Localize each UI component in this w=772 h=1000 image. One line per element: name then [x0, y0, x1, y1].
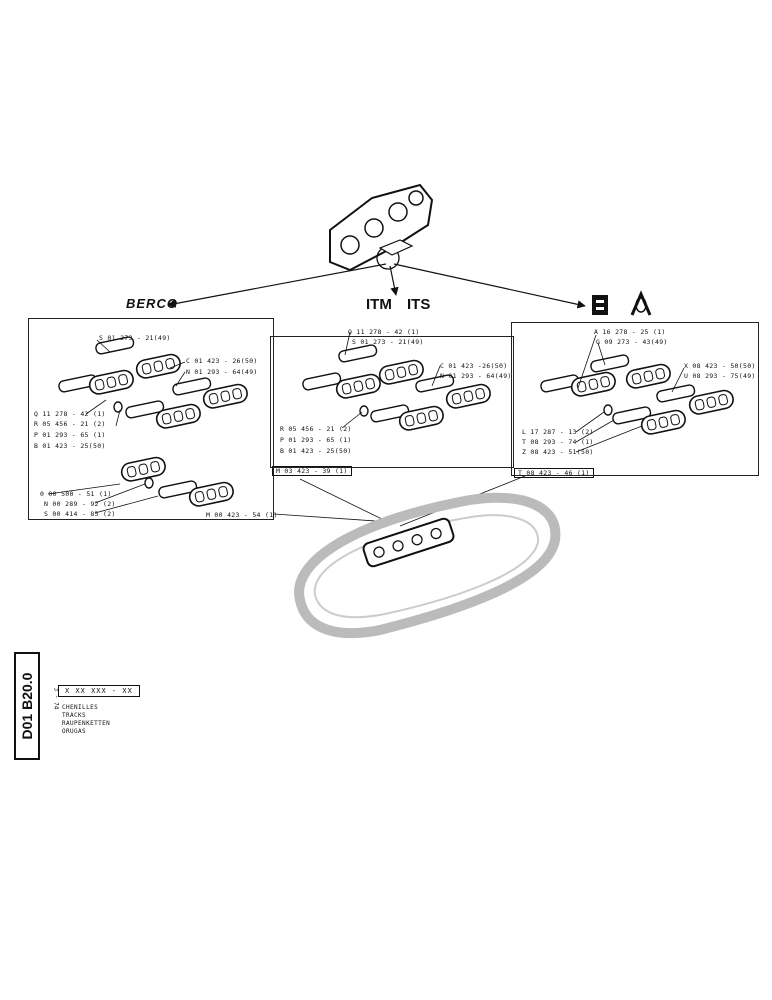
brand-itm: ITM — [366, 296, 392, 313]
part-label: X 08 423 - 50(50) — [684, 362, 756, 370]
title-line: RAUPENKETTEN — [62, 720, 111, 727]
brand-berco: BERCO — [126, 296, 178, 311]
part-label: T 08 293 - 74 (1) — [522, 438, 594, 446]
part-label: L 17 287 - 13 (2) — [522, 428, 594, 436]
brand-logo-its-mark — [592, 295, 608, 315]
part-label: B 01 423 - 25(50) — [280, 447, 352, 455]
part-label: N 01 293 - 64(49) — [186, 368, 258, 376]
document-id: D01 B20.0 — [19, 672, 35, 740]
brand-logo-a-mark — [630, 290, 652, 316]
part-label: M 03 423 - 39 (1) — [272, 466, 352, 476]
part-label: Z 08 423 - 51(50) — [522, 448, 594, 456]
part-label: S 01 273 - 21(49) — [99, 334, 171, 342]
part-label: Q 11 278 - 42 (1) — [348, 328, 420, 336]
part-label: U 08 293 - 75(49) — [684, 372, 756, 380]
brand-its: ITS — [407, 296, 431, 313]
part-label: R 05 456 - 21 (2) — [280, 425, 352, 433]
title-line: ORUGAS — [62, 728, 87, 735]
panel-right — [511, 322, 759, 476]
part-label: P 01 293 - 65 (1) — [34, 431, 106, 439]
document-id-box: D01 B20.0 — [14, 652, 40, 760]
branch-arrows — [167, 263, 586, 309]
part-label: N 00 289 - 92 (2) — [44, 500, 116, 508]
part-label: A 16 278 - 25 (1) — [594, 328, 666, 336]
part-label: N 01 293 - 64(49) — [440, 372, 512, 380]
part-label: G 09 273 - 43(49) — [596, 338, 668, 346]
panel-left — [28, 318, 274, 520]
bottom-track-assembly — [294, 492, 561, 639]
part-label: S 01 273 - 21(49) — [352, 338, 424, 346]
part-label: Q 11 278 - 42 (1) — [34, 410, 106, 418]
title-line: CHENILLES — [62, 704, 99, 711]
panel-middle — [270, 336, 514, 468]
reference-code: X XX XXX - XX — [58, 685, 140, 697]
part-label: M 00 423 - 54 (1) — [206, 511, 278, 519]
part-label: T 08 423 - 46 (1) — [514, 468, 594, 478]
part-label: B 01 423 - 25(50) — [34, 442, 106, 450]
part-label: S 00 414 - 85 (2) — [44, 510, 116, 518]
part-label: 0 00 500 - 51 (1) — [40, 490, 112, 498]
part-label: C 01 423 - 26(50) — [186, 357, 258, 365]
title-line: TRACKS — [62, 712, 87, 719]
part-label: C 01 423 -26(50) — [440, 362, 508, 370]
part-label: P 01 293 - 65 (1) — [280, 436, 352, 444]
part-label: R 05 456 - 21 (2) — [34, 420, 106, 428]
top-track-link-assembly — [329, 183, 434, 272]
